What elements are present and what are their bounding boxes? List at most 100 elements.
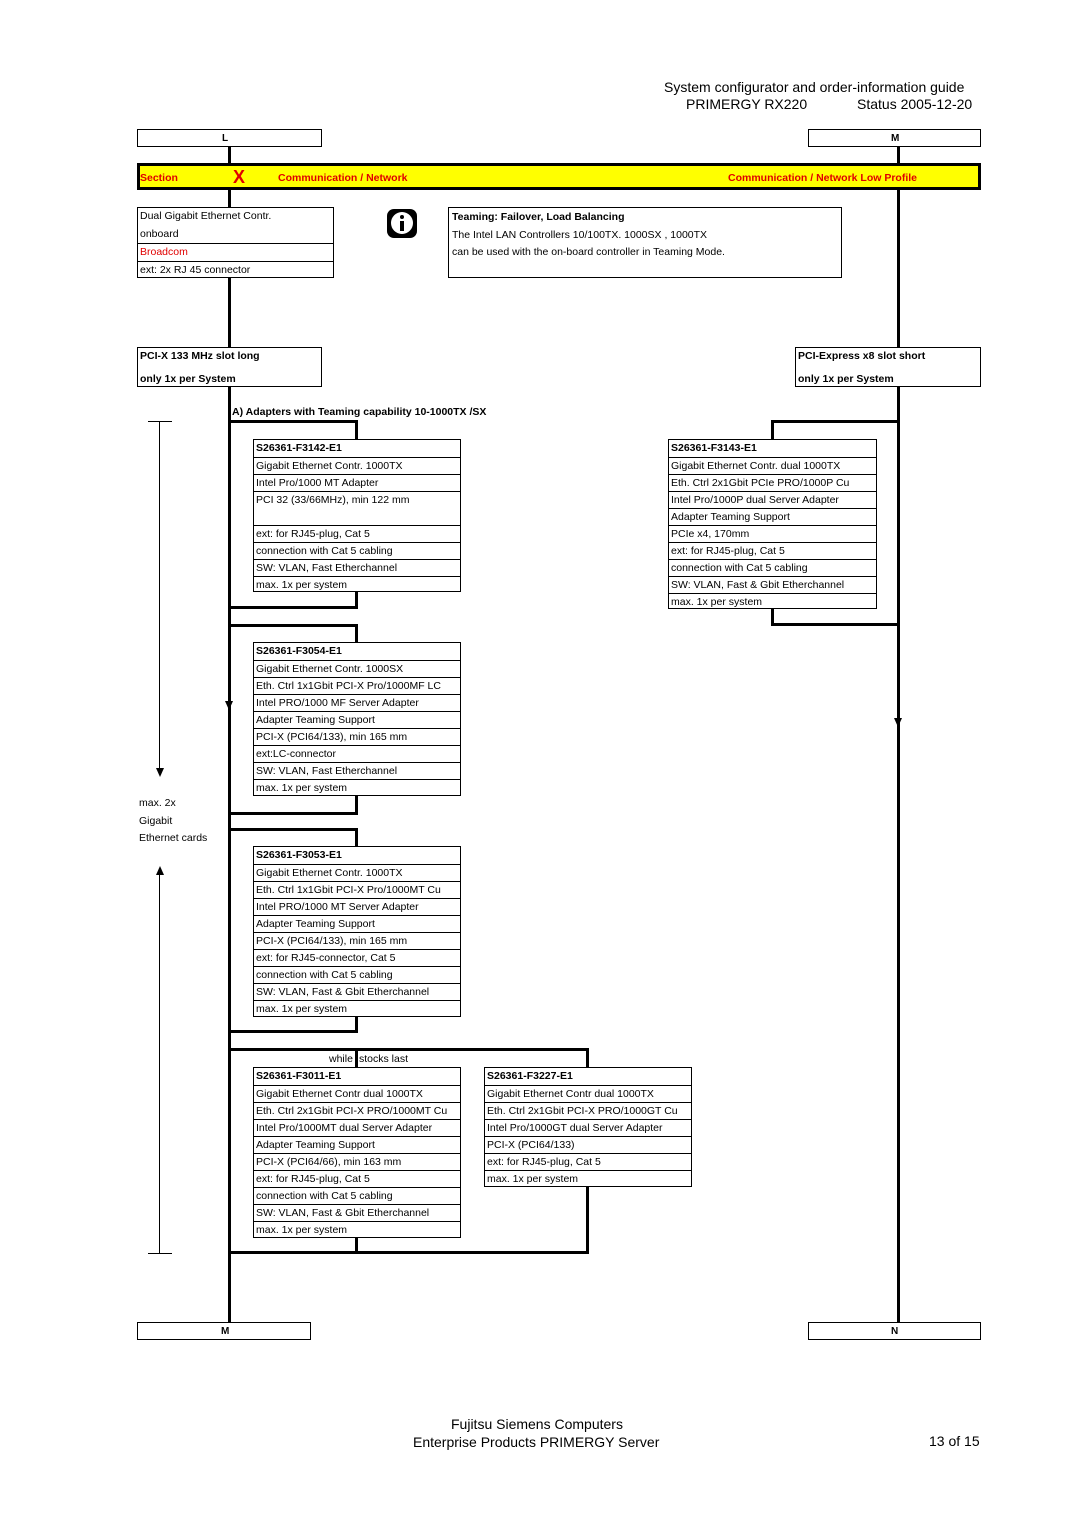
card-spec-text: SW: VLAN, Fast & Gbit Etherchannel (256, 986, 430, 998)
card-spec-row: Gigabit Ethernet Contr. 1000TX (254, 457, 460, 474)
section-bar: Section X Communication / Network Commun… (137, 163, 981, 190)
card-spec-text: Eth. Ctrl 2x1Gbit PCIe PRO/1000P Cu (671, 477, 850, 489)
card-spec-row: Gigabit Ethernet Contr dual 1000TX (485, 1085, 691, 1102)
branch-f3142-top-v (355, 420, 358, 440)
card-part-number-row: S26361-F3011-E1 (254, 1068, 460, 1085)
card-spec-row: PCI 32 (33/66MHz), min 122 mm (254, 491, 460, 525)
stocks-last-label: stocks last (359, 1053, 409, 1065)
card-spec-text: Intel PRO/1000 MF Server Adapter (256, 697, 419, 709)
card-spec-text: max. 1x per system (256, 1224, 348, 1236)
branch-f3011-bot (228, 1251, 589, 1254)
card-spec-row: Gigabit Ethernet Contr. dual 1000TX (669, 457, 876, 474)
main-line-right-1 (897, 190, 900, 348)
card-spec-row: Adapter Teaming Support (254, 1136, 460, 1153)
max-bracket-down-arrow (156, 768, 164, 777)
card-spec-text: ext: for RJ45-plug, Cat 5 (256, 528, 370, 540)
card-spec-row: connection with Cat 5 cabling (254, 542, 460, 559)
card-spec-text: Eth. Ctrl 2x1Gbit PCI-X PRO/1000GT Cu (487, 1105, 678, 1117)
card-part-number-row: S26361-F3227-E1 (485, 1068, 691, 1085)
card-spec-row: SW: VLAN, Fast & Gbit Etherchannel (254, 1204, 460, 1221)
card-spec-text: Eth. Ctrl 1x1Gbit PCI-X Pro/1000MT Cu (256, 884, 441, 896)
card-spec-text: Gigabit Ethernet Contr. 1000TX (256, 460, 403, 472)
card-spec-row: Adapter Teaming Support (254, 915, 460, 932)
slot-box-right: PCI-Express x8 slot short only 1x per Sy… (795, 347, 981, 387)
card-spec-text: SW: VLAN, Fast Etherchannel (256, 562, 398, 574)
while-label: while (329, 1053, 353, 1065)
card-spec-text: PCI-X (PCI64/133), min 165 mm (256, 731, 408, 743)
card-spec-row: Eth. Ctrl 2x1Gbit PCI-X PRO/1000MT Cu (254, 1102, 460, 1119)
card-spec-row: max. 1x per system (254, 1000, 460, 1017)
header-guide-title: System configurator and order-informatio… (664, 79, 965, 95)
connector-top-left-label: L (222, 133, 229, 144)
card-spec-text: ext: for RJ45-plug, Cat 5 (487, 1156, 601, 1168)
card-spec-row: connection with Cat 5 cabling (669, 559, 876, 576)
card-spec-text: Gigabit Ethernet Contr. 1000SX (256, 663, 404, 675)
card-spec-text: max. 1x per system (487, 1173, 579, 1185)
card-part-number-row: S26361-F3142-E1 (254, 440, 460, 457)
card-spec-row: Intel PRO/1000 MT Server Adapter (254, 898, 460, 915)
card-part-number: S26361-F3143-E1 (671, 442, 757, 454)
card-part-number-row: S26361-F3054-E1 (254, 643, 460, 660)
card-spec-text: Intel Pro/1000P dual Server Adapter (671, 494, 839, 506)
card-spec-row: ext: for RJ45-connector, Cat 5 (254, 949, 460, 966)
teaming-note-title: Teaming: Failover, Load Balancing (452, 211, 625, 223)
card-spec-text: PCIe x4, 170mm (671, 528, 750, 540)
card-spec-row: ext: for RJ45-plug, Cat 5 (254, 525, 460, 542)
card-spec-text: Gigabit Ethernet Contr. dual 1000TX (671, 460, 841, 472)
section-marker: X (233, 167, 246, 187)
main-line-right-top (897, 147, 900, 164)
card-spec-row: Intel Pro/1000 MT Adapter (254, 474, 460, 491)
branch-f3054-top (228, 624, 358, 627)
max-note-line3: Ethernet cards (139, 832, 208, 844)
card-spec-text: Adapter Teaming Support (256, 1139, 375, 1151)
card-spec-row: connection with Cat 5 cabling (254, 966, 460, 983)
branch-f3143-bot-v (771, 608, 774, 626)
branch-f3054-top-v (355, 624, 358, 643)
section-title: Communication / Network (278, 172, 408, 184)
card-spec-row: PCI-X (PCI64/133), min 165 mm (254, 728, 460, 745)
branch-f3142-bot (228, 606, 358, 609)
footer-division: Enterprise Products PRIMERGY Server (413, 1434, 660, 1450)
card-spec-text: Gigabit Ethernet Contr dual 1000TX (256, 1088, 423, 1100)
card-spec-row: PCI-X (PCI64/133) (485, 1136, 691, 1153)
card-spec-text: ext:LC-connector (256, 748, 336, 760)
card-spec-row: Adapter Teaming Support (254, 711, 460, 728)
info-icon (387, 209, 417, 238)
slot-left-line1: PCI-X 133 MHz slot long (140, 350, 260, 362)
onboard-row: onboard (140, 228, 179, 240)
card-spec-row: PCI-X (PCI64/66), min 163 mm (254, 1153, 460, 1170)
card-spec-text: Eth. Ctrl 2x1Gbit PCI-X PRO/1000MT Cu (256, 1105, 448, 1117)
header-product: PRIMERGY RX220 (686, 96, 808, 112)
card-spec-text: Adapter Teaming Support (671, 511, 790, 523)
card-part-number: S26361-F3011-E1 (256, 1070, 342, 1082)
card-spec-row: ext: for RJ45-plug, Cat 5 (254, 1170, 460, 1187)
card-spec-text: Intel Pro/1000 MT Adapter (256, 477, 379, 489)
card-spec-text: Gigabit Ethernet Contr dual 1000TX (487, 1088, 654, 1100)
branch-f3142-bot-v (355, 591, 358, 609)
max-note-line2: Gigabit (139, 815, 173, 827)
card-part-number: S26361-F3227-E1 (487, 1070, 573, 1082)
max-note-line1: max. 2x (139, 797, 176, 809)
onboard-controller-table: Dual Gigabit Ethernet Contr. onboard Bro… (137, 207, 334, 278)
card-spec-text: Adapter Teaming Support (256, 714, 375, 726)
onboard-row: Dual Gigabit Ethernet Contr. (140, 210, 272, 222)
connector-bottom-right-label: N (891, 1326, 899, 1337)
connector-top-right-label: M (891, 133, 900, 144)
card-spec-row: SW: VLAN, Fast Etherchannel (254, 762, 460, 779)
card-spec-text: SW: VLAN, Fast & Gbit Etherchannel (671, 579, 845, 591)
branch-f3053-top-v (355, 828, 358, 847)
branch-f3142-top (228, 420, 358, 423)
branch-f3053-bot-v (355, 1016, 358, 1033)
connector-bottom-right: N (808, 1322, 981, 1340)
card-spec-text: Intel PRO/1000 MT Server Adapter (256, 901, 419, 913)
card-spec-row: PCIe x4, 170mm (669, 525, 876, 542)
card-spec-row: Eth. Ctrl 2x1Gbit PCIe PRO/1000P Cu (669, 474, 876, 491)
card-spec-row: max. 1x per system (485, 1170, 691, 1187)
card-spec-row: ext:LC-connector (254, 745, 460, 762)
card-spec-text: PCI-X (PCI64/133) (487, 1139, 575, 1151)
card-spec-text: Gigabit Ethernet Contr. 1000TX (256, 867, 403, 879)
connector-bottom-left: M (137, 1322, 311, 1340)
card-spec-row: Eth. Ctrl 1x1Gbit PCI-X Pro/1000MF LC (254, 677, 460, 694)
card-spec-text: max. 1x per system (256, 1003, 348, 1015)
